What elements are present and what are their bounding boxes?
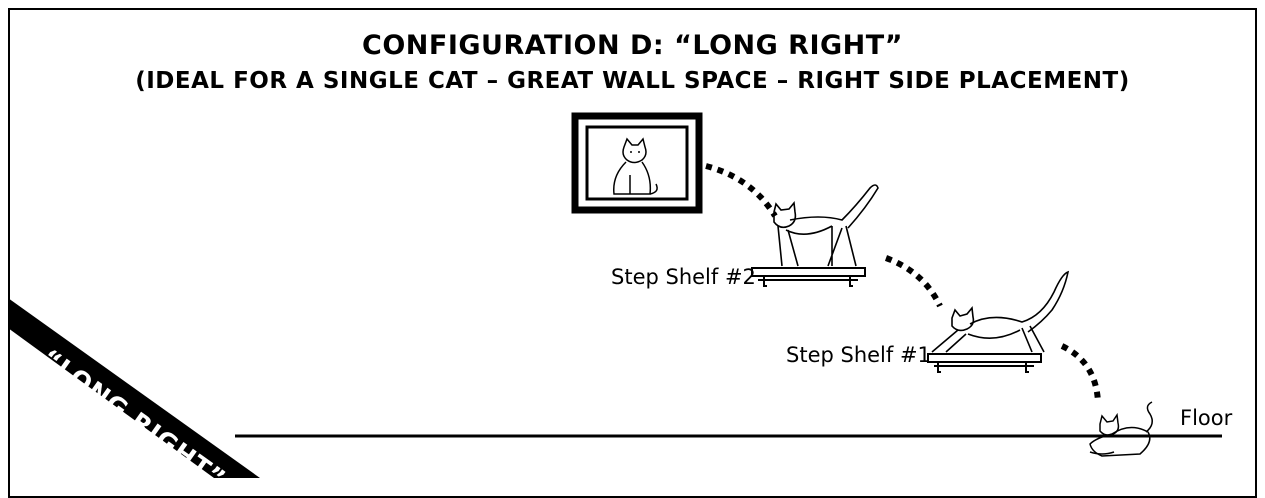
step-shelf-2-icon bbox=[752, 268, 865, 286]
step-shelf-1-icon bbox=[928, 354, 1041, 372]
banner-text: “LONG RIGHT” bbox=[37, 343, 232, 478]
diagram-canvas: Step Shelf #2 Step Shelf #1 Floor “LONG … bbox=[0, 0, 1265, 478]
floor-label: Floor bbox=[1180, 406, 1233, 430]
cat-stretching-icon bbox=[932, 272, 1068, 352]
framed-cat-picture-icon bbox=[575, 116, 699, 210]
cat-lying-icon bbox=[1090, 402, 1152, 456]
sitting-cat-icon bbox=[614, 139, 657, 194]
long-right-banner: “LONG RIGHT” bbox=[8, 298, 260, 478]
step-shelf-1-label: Step Shelf #1 bbox=[786, 343, 931, 367]
cat-standing-icon bbox=[774, 185, 878, 266]
jump-path-2 bbox=[886, 258, 940, 306]
step-shelf-2-label: Step Shelf #2 bbox=[611, 265, 756, 289]
jump-path-3 bbox=[1062, 346, 1098, 402]
jump-path-1 bbox=[706, 166, 775, 216]
